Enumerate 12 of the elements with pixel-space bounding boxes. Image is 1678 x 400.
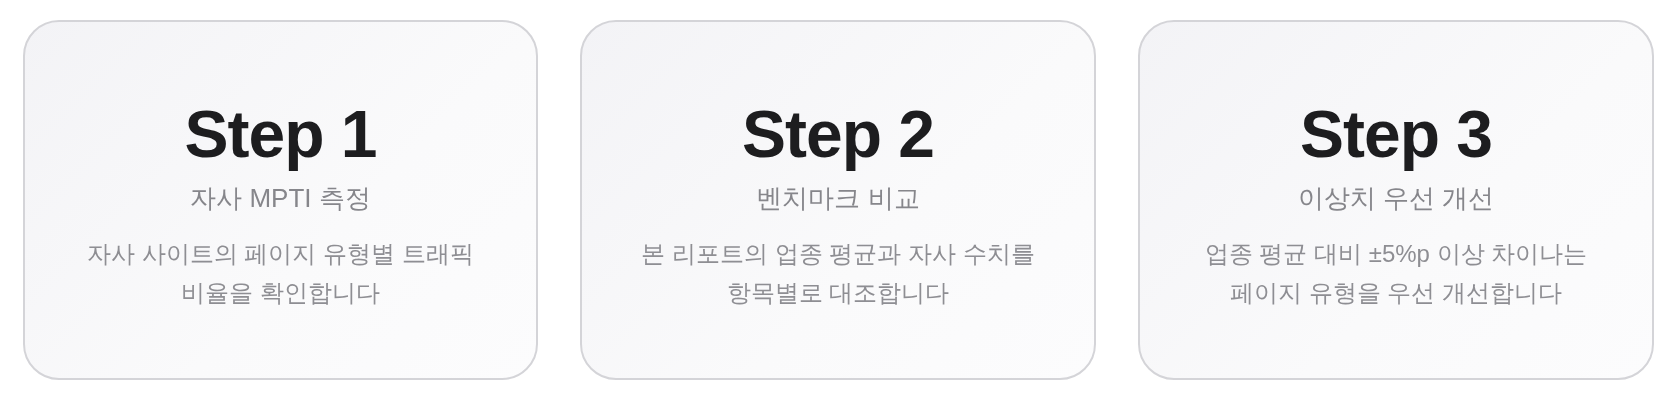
step-title: Step 3: [1299, 96, 1493, 173]
step-title: Step 1: [184, 96, 377, 173]
step-subtitle: 벤치마크 비교: [756, 182, 920, 215]
step-card: [1138, 20, 1654, 380]
step-card: [580, 20, 1096, 380]
step-description: 본 리포트의 업종 평균과 자사 수치를 항목별로 대조합니다: [640, 239, 1036, 308]
step-subtitle: 자사 MPTI 측정: [190, 182, 371, 215]
step-description: 자사 사이트의 페이지 유형별 트래픽 비율을 확인합니다: [86, 239, 475, 308]
step-card: [23, 20, 538, 380]
step-description: 업종 평균 대비 ±5%p 이상 차이나는 페이지 유형을 우선 개선합니다: [1203, 239, 1589, 308]
step-subtitle: 이상치 우선 개선: [1297, 182, 1495, 215]
step-title: Step 2: [741, 96, 935, 173]
